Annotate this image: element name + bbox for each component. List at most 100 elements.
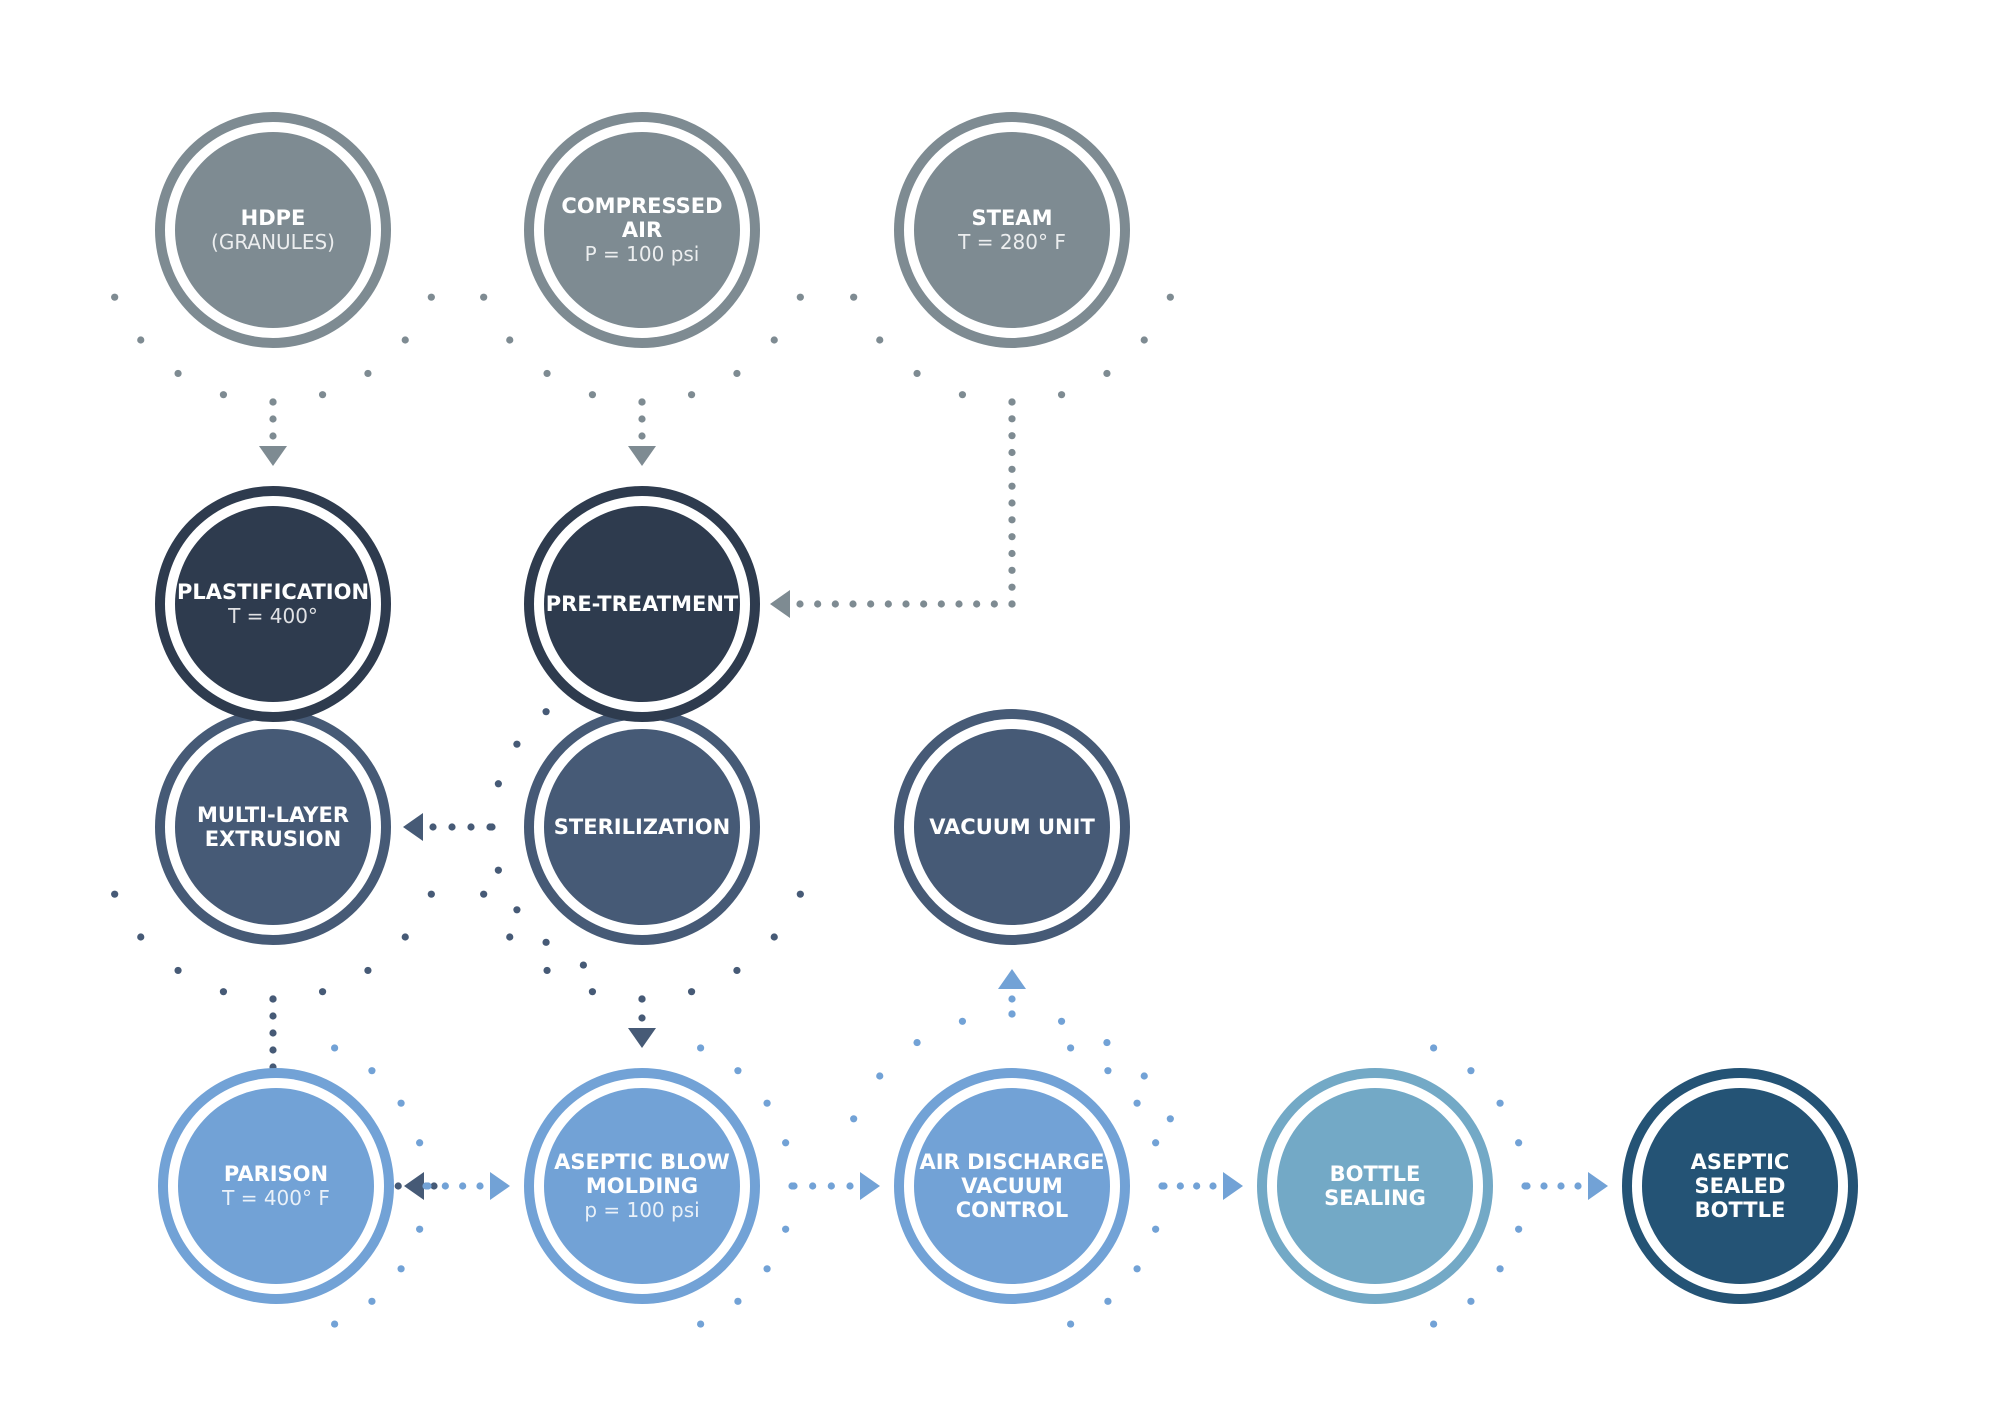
edge-compressed-air-to-pre-treatment: [480, 293, 804, 466]
connector-dot: [1008, 549, 1016, 558]
connector-dot: [1140, 1072, 1148, 1080]
connector-dot: [638, 1014, 646, 1022]
connector-dot: [1057, 391, 1066, 399]
connector-dot: [1557, 1182, 1565, 1190]
connector-dot: [1008, 465, 1016, 473]
connector-dot: [782, 1225, 790, 1233]
connector-dot: [770, 336, 778, 344]
node-subtitle-line: P = 100 psi: [585, 242, 700, 266]
edge-parison-to-aseptic-blow-molding: [331, 1044, 510, 1328]
connector-dot: [1176, 1182, 1184, 1190]
connector-dot: [1467, 1067, 1475, 1075]
node-title-line: MOLDING: [586, 1174, 698, 1198]
connector-dot: [476, 1182, 484, 1190]
connector-dot: [331, 1044, 339, 1052]
edge-steam-to-pre-treatment: [770, 293, 1174, 618]
connector-dot: [111, 890, 119, 898]
connector-dot: [846, 1182, 854, 1190]
connector-dot: [513, 740, 521, 748]
arrow-up-icon: [998, 969, 1026, 989]
connector-dot: [588, 391, 597, 399]
connector-dot: [1008, 566, 1016, 574]
arrow-down-icon: [628, 1028, 656, 1048]
connector-dot: [174, 966, 182, 975]
connector-dot: [1166, 1115, 1174, 1123]
connector-dot: [814, 600, 822, 608]
edge-bottle-sealing-to-aseptic-sealed-bottle: [1430, 1044, 1608, 1328]
arrow-right-icon: [1588, 1172, 1608, 1200]
connector-dot: [579, 961, 587, 969]
connector-dot: [876, 1072, 884, 1080]
connector-dot: [1574, 1182, 1582, 1190]
connector-dot: [920, 600, 928, 608]
node-title-line: CONTROL: [956, 1198, 1069, 1222]
connector-dot: [958, 1017, 967, 1025]
connector-dot: [174, 369, 182, 378]
connector-dot: [401, 336, 409, 344]
node-title-line: MULTI-LAYER: [197, 803, 349, 827]
node-title-line: EXTRUSION: [205, 827, 341, 851]
connector-dot: [331, 1320, 339, 1328]
connector-dot: [364, 966, 372, 975]
connector-dot: [1067, 1044, 1075, 1052]
connector-dot: [958, 391, 967, 399]
node-subtitle-line: T = 400°: [227, 604, 318, 628]
connector-dot: [913, 369, 921, 378]
arrow-left-icon: [403, 813, 423, 841]
node-inner-disc: [914, 1088, 1110, 1284]
connector-dot: [430, 1182, 438, 1190]
connector-dot: [1008, 1010, 1016, 1018]
connector-dot: [790, 1182, 798, 1190]
connector-dot: [494, 866, 502, 874]
connector-dot: [1496, 1265, 1504, 1273]
edge-hdpe-to-plastification: [111, 293, 435, 466]
edge-sterilization-to-aseptic-blow-molding: [480, 890, 804, 1048]
node-pre-treatment: PRE-TREATMENT: [524, 486, 760, 722]
connector-dot: [1008, 482, 1016, 490]
connector-dot: [1008, 583, 1016, 591]
connector-dot: [1430, 1320, 1438, 1328]
connector-dot: [827, 1182, 835, 1190]
node-vacuum-unit: VACUUM UNIT: [894, 709, 1130, 945]
connector-dot: [734, 1297, 742, 1305]
connector-dot: [219, 391, 228, 399]
connector-dot: [850, 1115, 858, 1123]
connector-dot: [850, 293, 858, 301]
connector-dot: [397, 1099, 405, 1107]
arrow-right-icon: [1223, 1172, 1243, 1200]
node-subtitle-line: T = 400° F: [221, 1186, 330, 1210]
node-inner-disc: [544, 729, 740, 925]
connector-dot: [638, 398, 646, 406]
connector-dot: [1104, 1297, 1112, 1305]
node-inner-disc: [178, 1088, 374, 1284]
node-subtitle-line: p = 100 psi: [584, 1198, 699, 1222]
connector-dot: [542, 708, 550, 716]
connector-dot: [269, 1046, 277, 1054]
connector-dot: [1008, 415, 1016, 423]
node-inner-disc: [914, 729, 1110, 925]
connector-dot: [884, 600, 892, 608]
node-title-line: HDPE: [241, 206, 306, 230]
connector-dot: [1166, 293, 1174, 301]
connector-dot: [763, 1099, 771, 1107]
connector-dot: [269, 995, 277, 1003]
node-title-line: COMPRESSED: [561, 194, 722, 218]
connector-dot: [269, 398, 277, 406]
connector-dot: [763, 1265, 771, 1273]
connector-dot: [1103, 1038, 1111, 1047]
connector-dot: [1540, 1182, 1548, 1190]
node-inner-disc: [544, 132, 740, 328]
connector-dot: [269, 1012, 277, 1020]
node-inner-disc: [914, 132, 1110, 328]
connector-dot: [955, 600, 963, 608]
node-hdpe: HDPE(GRANULES): [155, 112, 391, 348]
node-inner-disc: [175, 729, 371, 925]
